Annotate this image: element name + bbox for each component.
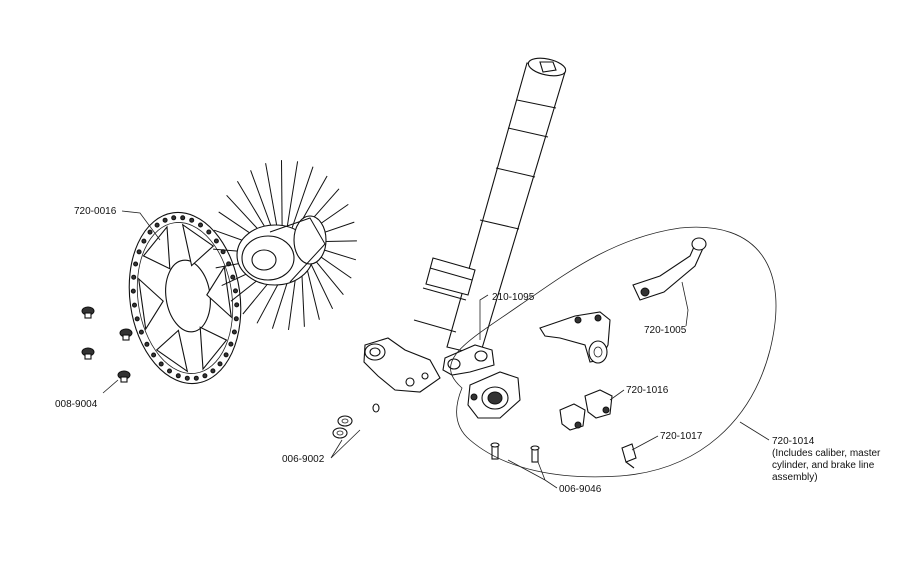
disc-hole: [141, 238, 147, 244]
disc-hole: [158, 361, 164, 367]
disc-hole: [213, 238, 219, 244]
label-disc: 720-0016: [74, 206, 117, 217]
wheel-spoke: [281, 160, 283, 236]
disc-hole: [234, 302, 240, 308]
disc-hole: [175, 373, 181, 379]
label-assembly: 720-1014: [772, 436, 815, 447]
wheel-spoke: [285, 161, 299, 235]
disc-arm: [206, 265, 233, 319]
disc-hole: [223, 352, 229, 358]
axle-bolt: [332, 403, 380, 439]
disc-arm: [199, 326, 228, 371]
disc-hole: [138, 329, 144, 335]
disc-hole: [180, 215, 186, 221]
disc-bolts: [81, 306, 133, 383]
label-axle-bolt: 006-9002: [282, 454, 325, 465]
disc-hole: [151, 352, 157, 358]
disc-hole: [147, 229, 153, 235]
label-lever: 720-1005: [644, 325, 687, 336]
disc-hole: [167, 368, 172, 374]
disc-hole: [134, 316, 140, 322]
brake-pads: [559, 389, 613, 431]
disc-hole: [202, 373, 208, 379]
disc-hole: [184, 375, 190, 381]
brake-line: [450, 226, 777, 478]
disc-hole: [131, 274, 137, 280]
disc-arm: [137, 277, 164, 331]
disc-hole: [189, 217, 195, 223]
disc-hole: [132, 302, 137, 308]
pad-spring: [621, 443, 637, 469]
label-assembly-note-2: cylinder, and brake line: [772, 460, 875, 471]
wheel-hub: [213, 160, 357, 330]
disc-hole: [144, 341, 150, 347]
disc-hole: [230, 274, 236, 280]
disc-hole: [233, 316, 239, 322]
disc-hole: [217, 361, 223, 367]
disc-hole: [133, 261, 139, 267]
disc-hole: [154, 222, 160, 228]
disc-arm: [155, 329, 189, 373]
disc-hole: [233, 288, 238, 294]
disc-hole: [206, 229, 212, 235]
label-pad-b: 720-1017: [660, 431, 703, 442]
disc-hole: [198, 222, 203, 228]
disc-hole: [130, 288, 136, 294]
label-disc-bolt: 008-9004: [55, 399, 98, 410]
disc-hole: [162, 217, 168, 223]
label-assembly-note-3: assembly): [772, 472, 818, 483]
disc-hole: [231, 329, 237, 335]
leader-lines: [102, 210, 770, 489]
wheel-spoke: [289, 166, 314, 235]
disc-hole: [136, 249, 142, 255]
label-pins: 006-9046: [559, 484, 602, 495]
label-bracket: 210-1095: [492, 292, 535, 303]
disc-arm: [142, 225, 171, 270]
fork-tube: [363, 57, 567, 393]
disc-hole: [193, 375, 199, 381]
disc-arm: [181, 223, 215, 267]
caliper-pins: [490, 442, 540, 463]
brake-lever: [632, 237, 707, 301]
brake-caliper: [467, 371, 521, 419]
label-pad-a: 720-1016: [626, 385, 669, 396]
disc-hole: [171, 215, 177, 221]
disc-hole: [210, 368, 216, 374]
master-cylinder: [539, 311, 611, 364]
brake-disc: [128, 211, 242, 385]
caliper-bracket: [442, 344, 495, 376]
disc-hole: [228, 341, 234, 347]
label-assembly-note-1: (Includes caliber, master: [772, 448, 881, 459]
